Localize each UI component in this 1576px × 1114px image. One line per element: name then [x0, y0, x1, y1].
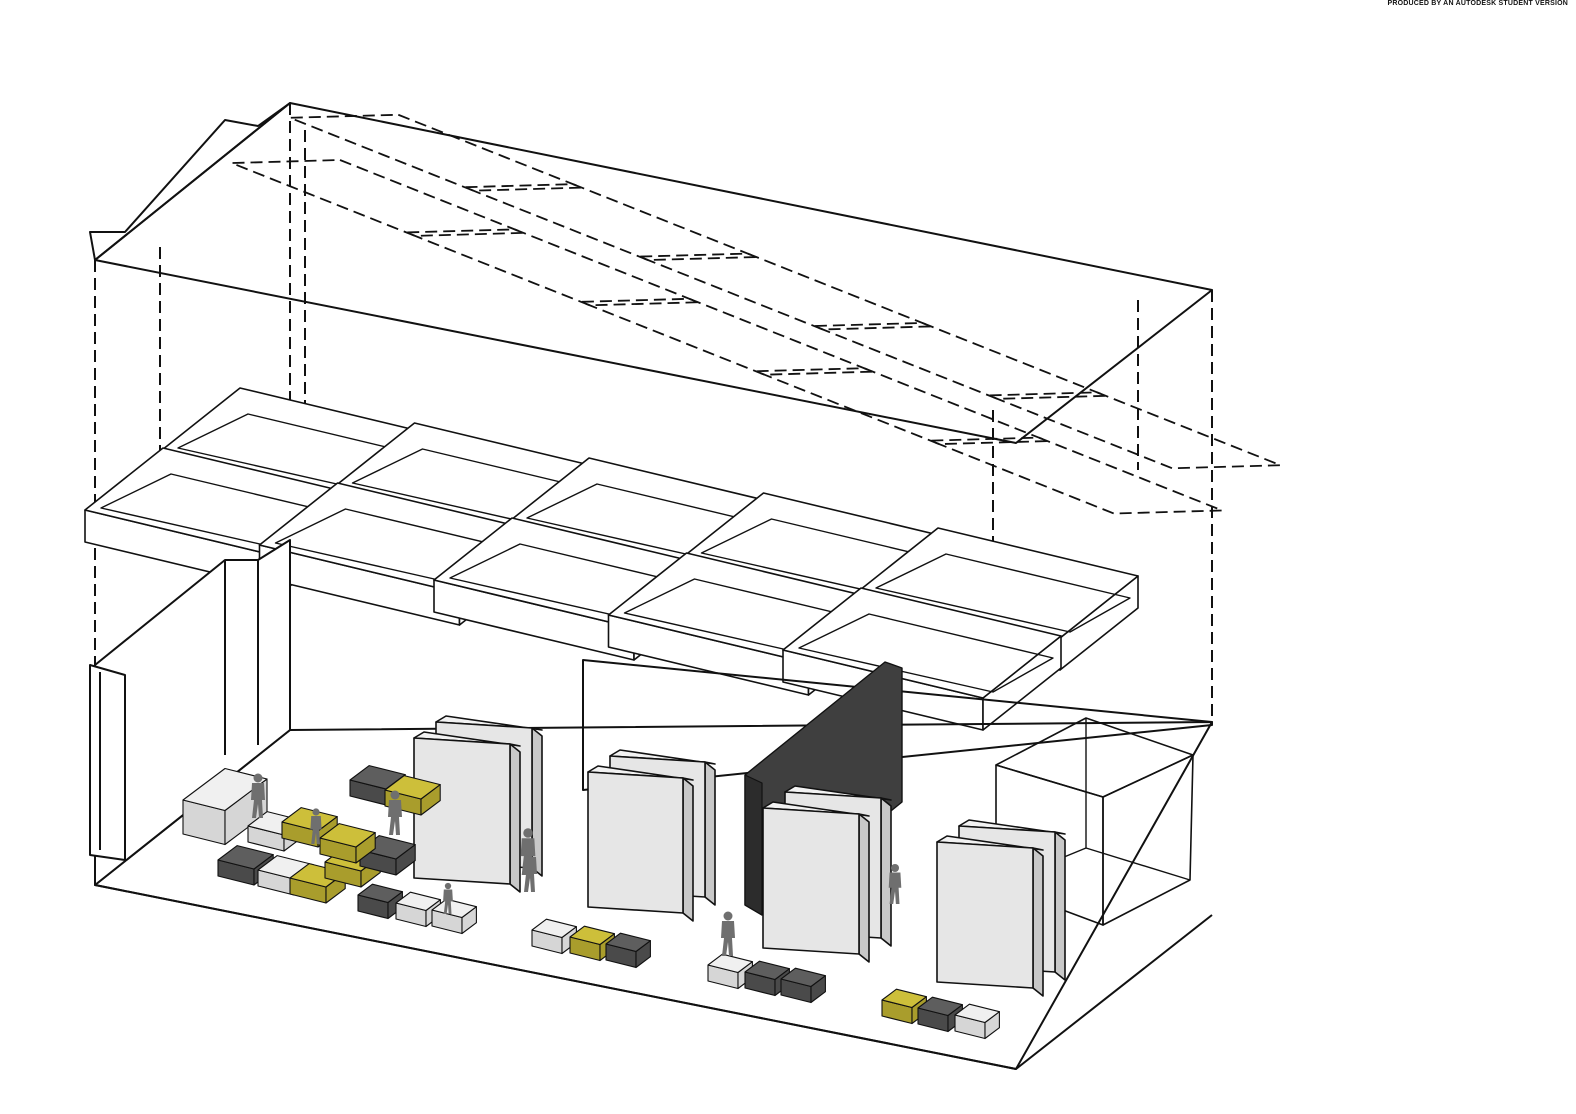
display-panel	[587, 749, 716, 922]
display-panel-slab	[587, 765, 694, 922]
panel-side	[1054, 831, 1066, 981]
person-head	[523, 828, 533, 838]
display-panel	[413, 715, 543, 893]
person-body	[888, 872, 902, 904]
seat-top	[780, 967, 826, 988]
tray-rim	[782, 587, 1062, 699]
person-head	[312, 808, 320, 816]
person-head	[890, 863, 900, 873]
stool	[431, 898, 477, 935]
person-body	[310, 816, 322, 844]
ceiling-grid	[230, 113, 1282, 515]
display-panel-slab	[413, 731, 521, 893]
person-body	[388, 800, 402, 835]
display-panel	[936, 819, 1066, 997]
tray-inner	[798, 613, 1054, 693]
panel-side	[858, 813, 870, 963]
seat-top	[395, 891, 441, 912]
stool	[954, 1003, 1000, 1040]
panel-side	[1032, 847, 1044, 997]
person-figure	[721, 911, 735, 956]
seat-top	[357, 883, 403, 904]
seat-top	[182, 767, 268, 812]
seat-top	[281, 807, 338, 832]
skylight-opening	[463, 183, 758, 261]
skylight-opening	[638, 252, 933, 331]
person-head	[723, 911, 733, 921]
seat-top	[744, 960, 790, 981]
tray-inner	[875, 553, 1131, 633]
seat-top	[917, 996, 963, 1017]
seat-top	[605, 932, 651, 953]
display-panel-slab	[936, 835, 1044, 997]
person-head	[525, 847, 535, 857]
gallery-objects	[182, 661, 1194, 1040]
roof-notch	[89, 102, 291, 261]
dark-wall-edge	[744, 774, 763, 916]
person-figure	[388, 790, 402, 835]
panel-side	[509, 743, 521, 893]
seat-top	[431, 898, 477, 919]
roof-outline	[94, 102, 1213, 444]
seat-top	[707, 953, 753, 974]
stool	[357, 883, 403, 920]
student-version-watermark: PRODUCED BY AN AUTODESK STUDENT VERSION	[1387, 0, 1568, 7]
panel-face	[587, 771, 684, 914]
seat-top	[881, 988, 927, 1009]
floor-front-edge	[94, 884, 1017, 1070]
seat-top	[954, 1003, 1000, 1024]
person-head	[253, 773, 263, 783]
stool	[744, 960, 790, 997]
seat-top	[319, 823, 376, 848]
person-body	[523, 857, 537, 892]
skylight-opening	[987, 391, 1282, 470]
person-figure	[443, 882, 453, 914]
person-figure	[523, 847, 537, 892]
entrance-door	[89, 664, 126, 861]
stool	[605, 932, 651, 969]
panel-face	[936, 841, 1034, 989]
person-body	[443, 889, 453, 914]
seat-top	[217, 845, 274, 870]
panel-side	[682, 777, 694, 922]
skylight-opening	[230, 159, 525, 237]
skylight-opening	[580, 297, 874, 376]
display-panel	[762, 785, 892, 963]
gallery-floor	[89, 539, 1213, 1070]
person-figure	[310, 808, 322, 844]
skylight-opening	[929, 436, 1224, 515]
panel-face	[413, 737, 511, 885]
skylight-opening	[754, 367, 1049, 446]
cube-hidden-edge	[1085, 847, 1191, 881]
person-head	[390, 790, 400, 800]
person-figure	[888, 863, 902, 904]
display-panel-slab	[762, 801, 870, 963]
person-body	[251, 783, 265, 818]
lounge-seat	[319, 823, 376, 864]
skylight-opening	[289, 113, 583, 192]
seat-top	[349, 765, 406, 790]
person-body	[721, 921, 735, 956]
panel-side	[704, 761, 716, 906]
person-head	[444, 882, 452, 890]
person-figure	[251, 773, 265, 818]
floor-side-edge	[1015, 914, 1213, 1070]
skylight-opening	[405, 228, 700, 307]
skylight-opening	[813, 322, 1107, 400]
seat-top	[531, 918, 577, 939]
panel-side	[880, 797, 892, 947]
panel-face	[762, 807, 860, 955]
ceiling-trays	[84, 387, 1139, 731]
seat-top	[569, 925, 615, 946]
stool	[780, 967, 826, 1004]
